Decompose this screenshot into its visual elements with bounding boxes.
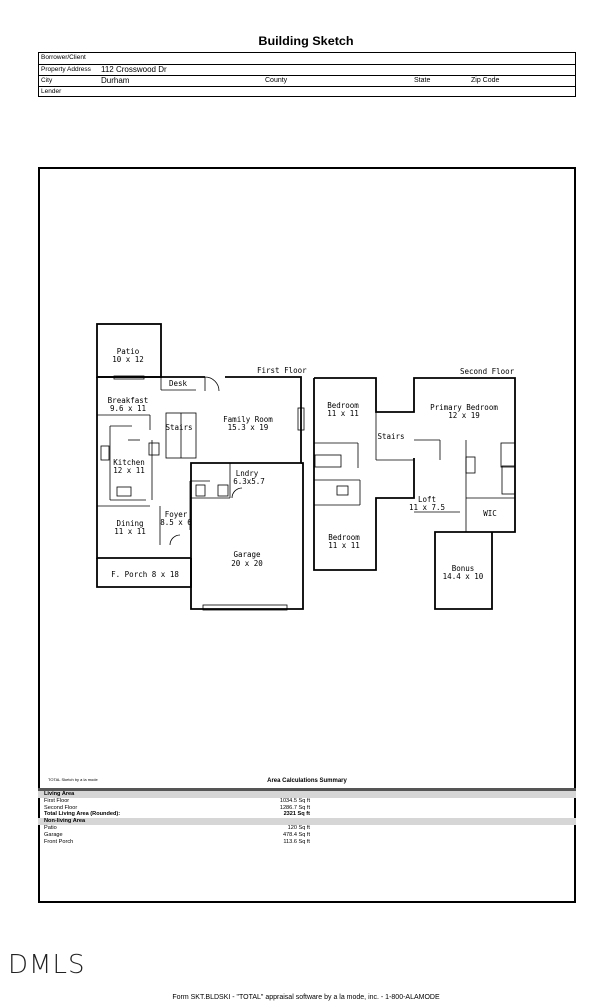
city-label: City <box>41 77 53 84</box>
non-living-area-header: Non-living Area <box>38 818 576 825</box>
living-area-header: Living Area <box>38 791 576 798</box>
total-living-name: Total Living Area (Rounded): <box>44 811 121 818</box>
second-floor-label: Second Floor <box>460 367 515 376</box>
state-label: State <box>414 77 431 84</box>
room-dining-name: Dining <box>116 519 143 528</box>
total-living-area: 2321 Sq ft <box>283 811 310 818</box>
first-floor-label-text: First Floor <box>257 366 307 375</box>
second-floor-walls <box>313 377 516 610</box>
room-garage-size: 20 x 20 <box>231 559 263 568</box>
room-laundry-name: Lndry <box>236 469 259 478</box>
summary-row-first-floor: First Floor 1034.5 Sq ft <box>38 798 576 805</box>
room-bedroom-2-size: 11 x 11 <box>328 541 360 550</box>
borrower-label: Borrower/Client <box>41 54 86 61</box>
garage-area: 478.4 Sq ft <box>282 831 310 838</box>
front-porch-area: 113.6 Sq ft <box>283 838 310 845</box>
room-laundry-size: 6.3x5.7 <box>233 477 265 486</box>
room-stairs-second-name: Stairs <box>377 432 404 441</box>
first-floor-name: First Floor <box>44 797 70 804</box>
second-floor-label-text: Second Floor <box>460 367 515 376</box>
room-foyer-size: 8.5 x 6 <box>160 518 192 527</box>
room-labels: Patio 10 x 12 Desk Breakfast 9.6 x 11 St… <box>108 347 499 581</box>
first-floor-interior <box>97 375 305 611</box>
room-family-name: Family Room <box>223 415 273 424</box>
summary-row-total-living: Total Living Area (Rounded): 2321 Sq ft <box>38 811 576 818</box>
form-footer: Form SKT.BLDSKI - "TOTAL" appraisal soft… <box>172 994 440 1001</box>
room-breakfast-name: Breakfast <box>108 396 149 405</box>
lender-label: Lender <box>41 88 62 95</box>
county-label: County <box>265 77 288 84</box>
first-floor-label: First Floor <box>257 366 307 375</box>
room-primary-name: Primary Bedroom <box>430 403 498 412</box>
summary-row-patio: Patio 120 Sq ft <box>38 825 576 832</box>
room-bedroom-1-name: Bedroom <box>327 401 359 410</box>
summary-row-front-porch: Front Porch 113.6 Sq ft <box>38 839 576 846</box>
summary-rule <box>38 788 576 791</box>
sketch-credit: TOTAL Sketch by a la mode <box>48 777 98 782</box>
garage-name: Garage <box>44 831 63 838</box>
second-floor-name: Second Floor <box>44 804 78 811</box>
room-porch-name: F. Porch 8 x 18 <box>111 570 179 579</box>
room-family-size: 15.3 x 19 <box>228 423 269 432</box>
room-garage-name: Garage <box>233 550 261 559</box>
room-breakfast-size: 9.6 x 11 <box>110 404 146 413</box>
room-bonus-size: 14.4 x 10 <box>443 572 484 581</box>
lender-row: Lender <box>39 86 575 98</box>
room-foyer-name: Foyer <box>165 510 188 519</box>
front-porch-name: Front Porch <box>44 838 74 845</box>
city-value: Durham <box>101 76 130 85</box>
patio-area: 120 Sq ft <box>287 824 310 831</box>
first-floor-walls <box>96 323 304 610</box>
room-primary-size: 12 x 19 <box>448 411 480 420</box>
room-bedroom-1-size: 11 x 11 <box>327 409 359 418</box>
summary-row-second-floor: Second Floor 1286.7 Sq ft <box>38 805 576 812</box>
living-area-header-text: Living Area <box>44 791 75 797</box>
room-dining-size: 11 x 11 <box>114 527 146 536</box>
room-stairs-first-name: Stairs <box>165 423 192 432</box>
summary-row-garage: Garage 478.4 Sq ft <box>38 832 576 839</box>
room-bedroom-2-name: Bedroom <box>328 533 360 542</box>
property-address-label: Property Address <box>41 66 91 73</box>
room-patio-name: Patio <box>117 347 140 356</box>
page-title: Building Sketch <box>258 34 354 48</box>
second-floor-area: 1286.7 Sq ft <box>279 804 310 811</box>
patio-name: Patio <box>44 824 57 831</box>
room-desk-name: Desk <box>169 379 188 388</box>
room-kitchen-size: 12 x 11 <box>113 466 145 475</box>
zip-code-label: Zip Code <box>471 77 500 84</box>
property-info-table: Borrower/Client Property Address 112 Cro… <box>38 52 576 97</box>
room-loft-name: Loft <box>418 495 436 504</box>
room-patio-size: 10 x 12 <box>112 355 144 364</box>
summary-title: Area Calculations Summary <box>267 778 347 784</box>
sketch-frame <box>38 167 576 903</box>
property-address-value: 112 Crosswood Dr <box>101 65 167 74</box>
room-wic-name: WIC <box>483 509 497 518</box>
property-address-row: Property Address 112 Crosswood Dr <box>39 64 575 76</box>
dmls-logo: DMLS <box>8 950 86 980</box>
first-floor-area: 1034.5 Sq ft <box>279 797 310 804</box>
room-kitchen-name: Kitchen <box>113 458 145 467</box>
city-row: City Durham County State Zip Code <box>39 75 575 87</box>
room-loft-size: 11 x 7.5 <box>409 503 445 512</box>
borrower-row: Borrower/Client <box>39 53 575 64</box>
non-living-area-header-text: Non-living Area <box>44 818 86 825</box>
second-floor-interior <box>314 412 516 532</box>
room-bonus-name: Bonus <box>452 564 475 573</box>
summary-table: Living Area First Floor 1034.5 Sq ft Sec… <box>38 791 576 845</box>
